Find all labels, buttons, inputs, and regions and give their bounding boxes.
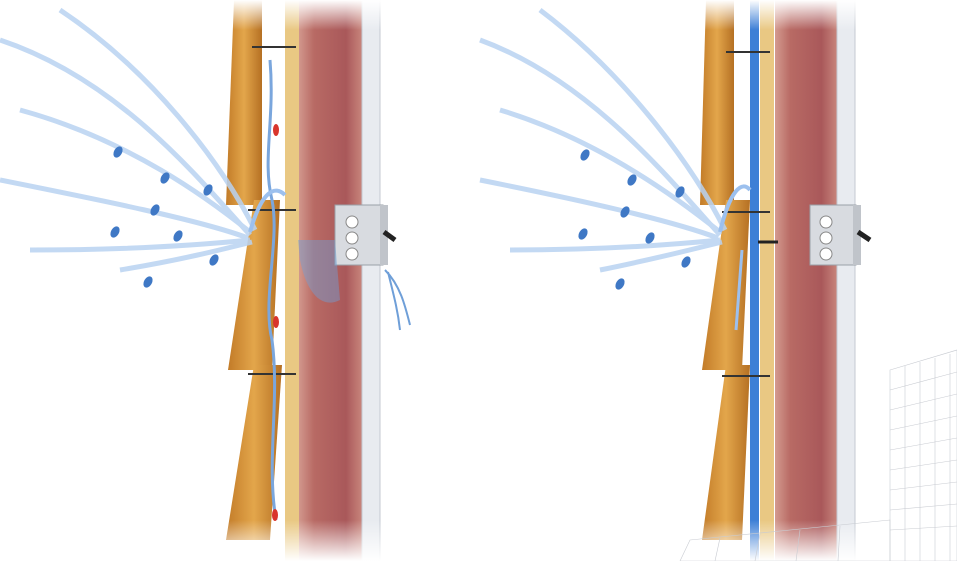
right-wall-panel (480, 0, 870, 561)
sheathing-layer (285, 0, 299, 561)
drywall-layer (837, 0, 855, 561)
siding-board (226, 0, 262, 205)
drywall-layer (362, 0, 380, 561)
electrical-box (810, 205, 856, 265)
wind-stream (0, 10, 255, 270)
insulation-layer (775, 0, 837, 561)
water-drop-red (273, 124, 279, 136)
siding-board (700, 0, 734, 205)
water-drop-red (272, 509, 278, 521)
siding-board (702, 365, 750, 540)
water-drop-red (273, 316, 279, 328)
left-wall-panel (0, 0, 410, 561)
electrical-box (335, 205, 383, 265)
wind-stream (480, 10, 725, 270)
sheathing-layer (760, 0, 774, 561)
weather-resistive-membrane (750, 0, 759, 561)
